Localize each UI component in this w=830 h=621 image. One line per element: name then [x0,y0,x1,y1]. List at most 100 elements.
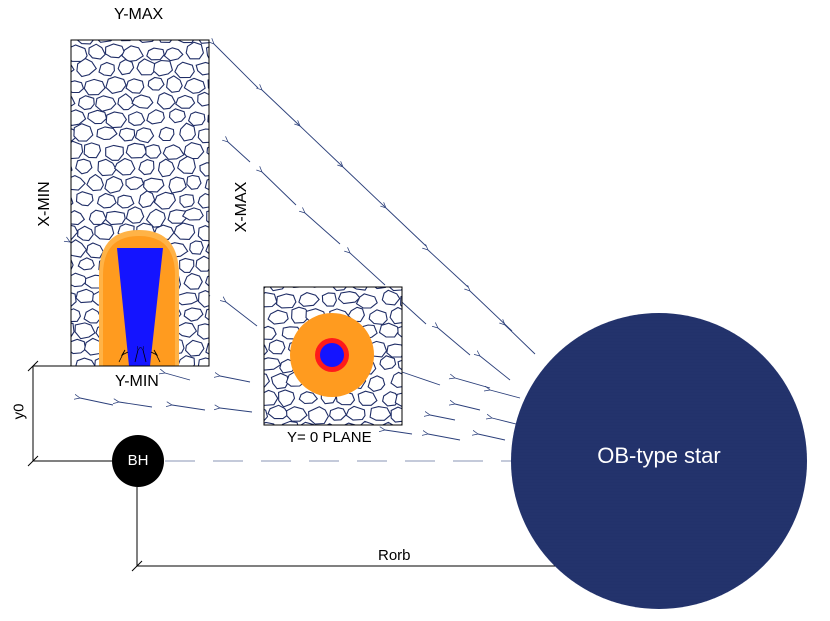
wind-clump [117,58,135,76]
wind-clump [73,123,94,142]
wind-clump [105,210,126,226]
wind-clump [400,295,402,308]
wind-clump [186,174,202,190]
wind-clump [355,293,378,309]
wind-clump [207,79,209,90]
wind-clump [198,40,209,44]
wind-clump [381,289,401,306]
wind-arrow [305,213,341,245]
wind-clump [368,309,388,325]
wind-clump [264,292,278,308]
wind-clump [270,372,289,390]
wind-clump [177,155,196,174]
wind-clump [183,142,205,160]
wind-arrow [262,172,297,206]
wind-clump [369,406,392,421]
wind-clump [77,95,95,111]
wind-clump [267,404,290,420]
wind-clump [264,389,279,406]
wind-clump [98,61,115,77]
wind-clump [332,287,348,292]
wind-arrow [119,402,153,408]
wind-clump [162,144,185,160]
wind-clump [313,287,321,288]
wind-clump [118,127,136,142]
wind-arrow [505,325,536,355]
wind-clump [281,420,299,425]
wind-clump [71,292,77,307]
wind-clump [199,162,209,177]
wind-arrow [350,253,386,286]
wind-clump [71,224,79,241]
wind-clump [197,290,209,308]
wind-clump [125,206,145,224]
wind-clump [345,405,366,421]
wind-clump [75,191,94,207]
wind-clump [206,210,209,224]
wind-clump [105,111,128,129]
wind-clump [394,392,402,407]
wind-clump [388,287,402,292]
wind-clump [131,94,154,109]
wind-arrow [428,434,461,441]
wind-arrow [455,378,491,389]
wind-clump [125,142,148,159]
wind-clump [264,357,282,371]
wind-clump [185,339,205,357]
wind-clump [329,407,347,421]
label-y-zero-plane: Y= 0 PLANE [287,429,372,446]
wind-clump [347,306,365,323]
wind-clump [75,288,97,304]
wind-clump [183,77,206,94]
wind-clump [390,406,402,423]
wind-clump [71,80,85,94]
wind-clump [264,344,269,356]
wind-clump [77,225,94,242]
wind-clump [299,421,315,425]
wind-clump [185,41,204,60]
wind-clump [174,61,195,79]
wind-clump [71,174,86,191]
wind-clump [278,389,296,408]
wind-clump [386,343,402,358]
wind-clump [269,287,285,292]
wind-clump [205,342,209,355]
wind-clump [264,315,265,317]
wind-clump [264,373,271,388]
wind-clump [158,40,173,43]
wind-clump [71,259,74,271]
wind-arrow [172,405,206,411]
wind-clump [114,157,136,176]
label-y-min: Y-MIN [115,373,159,390]
wind-clump [276,293,297,309]
wind-arrow [480,356,511,381]
wind-clump [88,43,106,60]
wind-clump [138,40,155,43]
wind-clump [337,291,361,305]
wind-clump [83,78,106,96]
wind-clump [268,339,286,355]
wind-arrow [228,142,251,163]
wind-clump [96,192,117,209]
wind-clump [204,178,209,191]
wind-clump [117,194,135,209]
wind-clump [157,158,176,178]
wind-clump [179,193,195,209]
wind-clump [71,239,88,258]
wind-clump [76,40,95,45]
wind-clump [397,325,402,338]
wind-clump [71,140,84,160]
wind-clump [96,126,118,141]
wind-clump [321,292,337,307]
y0-dimension [27,360,209,467]
jet-cross-section-core [320,343,344,367]
wind-arrow [438,328,471,356]
wind-arrow [455,404,481,411]
wind-clump [197,128,209,144]
wind-clump [104,43,126,59]
wind-clump [145,144,162,159]
wind-clump [381,421,394,425]
wind-clump [179,257,195,273]
wind-clump [136,58,158,76]
wind-clump [71,356,72,366]
